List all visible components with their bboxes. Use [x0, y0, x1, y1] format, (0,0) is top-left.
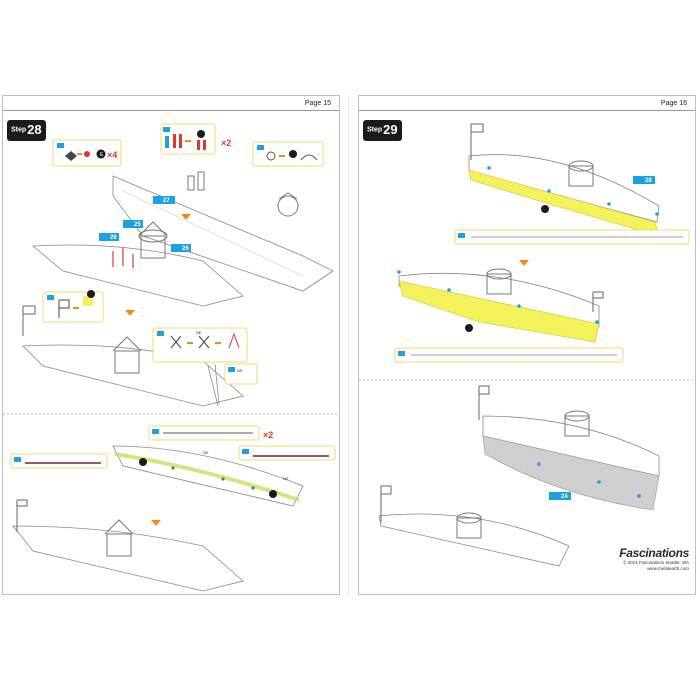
hull-step-28-railing: NE NE — [112, 445, 304, 507]
railing-callout-top: ×2 — [148, 425, 273, 441]
callout-box-flag — [22, 290, 104, 336]
hull-step-29-gray: 24 — [478, 385, 660, 511]
step-word: Step — [11, 126, 27, 134]
railing-callout-step-29-a — [454, 229, 690, 245]
step-29-diagram: 28 — [359, 123, 695, 567]
railing-callout-step-29-b — [394, 347, 624, 363]
ref-step-25: 25 — [134, 222, 141, 228]
hull-step-28-top: 27 — [112, 171, 334, 292]
quantity-times-2-bottom: ×2 — [263, 430, 273, 440]
callout-box-small: NE — [224, 363, 258, 385]
hull-step-29-middle — [397, 268, 604, 343]
step-number: 29 — [383, 122, 398, 138]
callout-box-crosses: NE — [152, 327, 248, 363]
ref-step-26-b: 26 — [182, 246, 189, 252]
page-number: Page 16 — [660, 100, 687, 107]
step-28-diagram: E ×4 ×2 — [3, 123, 339, 592]
letter-e-label: E — [100, 152, 104, 158]
orange-arrow-2 — [125, 310, 135, 316]
railing-callout-right — [238, 445, 336, 461]
page-header-rule — [3, 110, 339, 111]
ref-step-26-a: 26 — [110, 235, 117, 241]
ne-label-4: NE — [283, 476, 289, 481]
brand-website: www.metalearth.com — [647, 566, 689, 571]
quantity-times-4: ×4 — [107, 150, 117, 160]
callout-box-mast-parts: ×2 — [160, 123, 231, 155]
ne-label-1: NE — [196, 330, 202, 335]
orange-arrow-3 — [151, 520, 161, 526]
hull-step-28-final — [12, 499, 244, 592]
ref-step-27: 27 — [163, 198, 170, 204]
page-header-rule — [359, 110, 695, 111]
step-badge: Step28 — [7, 120, 46, 141]
railing-callout-left — [10, 453, 108, 469]
quantity-times-2-top: ×2 — [221, 138, 231, 148]
ne-label-3: NE — [203, 450, 209, 455]
hull-step-29-top: 28 — [468, 123, 660, 237]
page-number: Page 15 — [304, 100, 331, 107]
ne-label-2: NE — [237, 368, 243, 373]
orange-arrow-1 — [181, 214, 191, 220]
page-gutter — [348, 95, 349, 595]
brand-block: Fascinations © 2021 Fascinations Seattle… — [619, 546, 689, 572]
ref-step-24: 24 — [561, 494, 568, 500]
step-badge: Step29 — [363, 120, 402, 141]
instruction-page-15: Page 15 Step28 E ×4 ×2 — [2, 95, 340, 595]
step-word: Step — [367, 126, 383, 134]
orange-arrow-4 — [519, 260, 529, 266]
brand-name: Fascinations — [619, 546, 689, 560]
hull-step-29-final — [378, 485, 570, 567]
hull-step-28-middle: 26 25 26 — [31, 220, 244, 307]
callout-box-fittings: E ×4 — [52, 139, 122, 167]
instruction-page-16: Page 16 Step29 28 — [358, 95, 696, 595]
ref-step-28: 28 — [645, 178, 652, 184]
callout-box-gear — [252, 141, 324, 167]
brand-copyright: © 2021 Fascinations Seattle, WA — [623, 560, 689, 565]
step-number: 28 — [27, 122, 42, 138]
